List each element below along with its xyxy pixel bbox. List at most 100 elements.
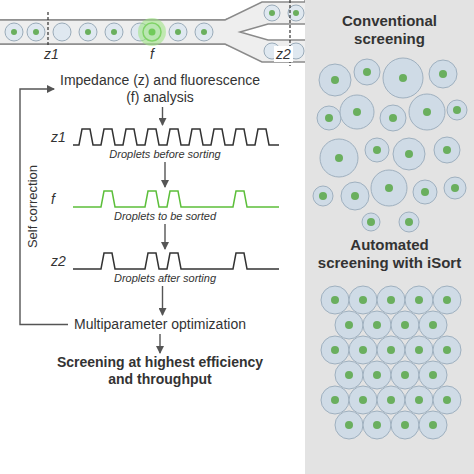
cell [405,150,413,158]
cell [367,218,375,226]
trace-caption: Droplets to be sorted [45,210,285,223]
droplet [321,286,349,314]
droplet [169,23,187,41]
cell [201,29,207,35]
cell [293,10,299,16]
droplet [444,177,466,199]
droplet [341,182,369,210]
panel-heading: Automated screening with iSort [305,236,474,272]
droplet [419,361,447,389]
cell [373,371,381,379]
cell [415,396,423,404]
droplet [313,186,333,206]
droplet [405,386,433,414]
cell [399,74,407,82]
cell [345,321,353,329]
cell [387,396,395,404]
droplet [362,213,380,231]
droplet [354,59,380,85]
waveform [73,188,279,210]
cell [175,29,181,35]
trace-caption: Droplets after sorting [45,272,285,285]
cell [111,29,117,35]
cell [443,296,451,304]
trace-row: z1 [45,126,285,148]
trace-caption: Droplets before sorting [45,148,285,161]
cell [451,184,459,192]
droplet [405,336,433,364]
droplet [319,64,351,96]
screening-panel: Conventional screeningAutomated screenin… [305,0,474,474]
process-step: Impedance (z) and fluorescence (f) analy… [56,72,264,106]
cell [359,346,367,354]
cell [331,346,339,354]
droplet [321,336,349,364]
channel-label: z2 [274,46,293,62]
cell [443,396,451,404]
droplet [321,386,349,414]
cell [387,296,395,304]
cell [359,296,367,304]
droplet [391,361,419,389]
edge-label: Self correction [26,165,41,248]
cell [345,421,353,429]
droplet [105,23,123,41]
cell [345,371,353,379]
cell [269,10,275,16]
droplet [335,361,363,389]
droplet [349,336,377,364]
pulse-line [73,191,279,207]
droplet [363,311,391,339]
cell [453,106,461,114]
cell [335,154,343,162]
cell [443,346,451,354]
cell [85,29,91,35]
panel-heading: Conventional screening [305,12,474,48]
flow-arrow [159,334,160,353]
cell [443,146,451,154]
droplet [377,286,405,314]
cell [33,29,39,35]
signal-trace: fDroplets to be sorted [45,188,285,223]
step-text: Screening at highest efficiency and thro… [53,354,268,388]
droplet [317,106,341,130]
droplet [433,286,461,314]
droplet [405,286,433,314]
cell [325,114,333,122]
signal-trace: z1Droplets before sorting [45,126,285,161]
droplet [264,5,280,21]
waveform [73,250,279,272]
droplet [195,23,213,41]
cell [373,146,381,154]
droplet [383,58,423,98]
fluorescence-glow [138,18,166,46]
droplet [434,137,460,163]
cell [405,218,413,226]
droplet [320,139,358,177]
droplet [399,212,419,232]
cell [359,396,367,404]
cell [353,108,361,116]
trace-row: f [45,188,285,210]
cell [363,68,371,76]
droplet [391,311,419,339]
process-step: Multiparameter optimization [70,316,250,333]
signal-symbol: z2 [51,253,73,269]
trace-row: z2 [45,250,285,272]
signal-symbol: f [51,191,73,207]
pulse-line [73,253,279,269]
flow-arrow [20,89,68,325]
droplet [429,60,457,88]
cell [439,70,447,78]
cell [429,371,437,379]
cell [429,321,437,329]
flow-arrow [162,107,163,125]
step-text: Impedance (z) and fluorescence (f) analy… [56,72,264,106]
droplet [377,386,405,414]
cell [401,371,409,379]
cell [429,421,437,429]
cell [331,396,339,404]
cell [319,192,327,200]
droplet [349,386,377,414]
cell [11,29,17,35]
